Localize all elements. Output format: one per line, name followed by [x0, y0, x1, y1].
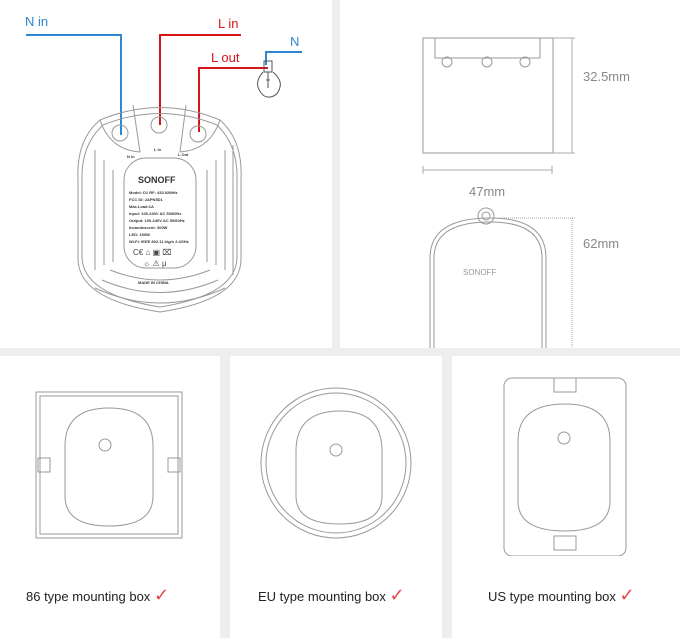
- terminal-label: N in: [127, 154, 135, 159]
- mounting-us-caption: US type mounting box ✓: [488, 585, 635, 606]
- mounting-86-caption: 86 type mounting box ✓: [26, 585, 169, 606]
- dimension-lines: [422, 37, 575, 348]
- checkmark-icon: ✓: [619, 585, 635, 605]
- certification-icons: C€ ⌂ ▣ ⌧: [133, 248, 172, 257]
- l-out-label: L out: [211, 50, 240, 65]
- l-in-label: L in: [218, 16, 238, 31]
- checkmark-icon: ✓: [153, 585, 170, 605]
- made-in-label: MADE IN CHINA: [138, 280, 169, 285]
- device-side-view: [422, 37, 554, 154]
- wiring-panel: N in L in L out N N in L in L Out SONOFF…: [0, 0, 332, 348]
- spec-line: Model: D1 RF: 433.92MHz: [129, 190, 177, 195]
- mounting-us-panel: US type mounting box ✓: [452, 356, 680, 638]
- width-dimension: 47mm: [469, 184, 505, 199]
- spec-line: Output: 100-240V AC 50/60Hz: [129, 218, 185, 223]
- brand-logo: SONOFF: [463, 268, 496, 277]
- spec-line: Input: 100-240V AC 50/60Hz: [129, 211, 181, 216]
- live-wires: [159, 34, 268, 132]
- device-top-view: [429, 207, 547, 348]
- spec-list: Model: D1 RF: 433.92MHz FCC ID: 2APN5D1 …: [129, 190, 189, 244]
- height-dimension: 32.5mm: [583, 69, 630, 84]
- warning-icons: ☼ ⚠ μ: [143, 259, 167, 268]
- mounting-eu-drawing: [260, 387, 412, 539]
- mounting-eu-label: EU type mounting box: [258, 589, 386, 604]
- mounting-us-drawing: [503, 377, 627, 556]
- dimensions-panel: 32.5mm 47mm 62mm SONOFF: [340, 0, 680, 348]
- terminal-label: L Out: [178, 152, 189, 157]
- n-label: N: [290, 34, 299, 49]
- mounting-us-label: US type mounting box: [488, 589, 616, 604]
- mounting-eu-caption: EU type mounting box ✓: [258, 585, 405, 606]
- spec-line: Max.Load:1A: [129, 204, 154, 209]
- mounting-eu-panel: EU type mounting box ✓: [230, 356, 442, 638]
- dimension-drawing: 32.5mm 47mm 62mm SONOFF: [422, 37, 630, 348]
- checkmark-icon: ✓: [389, 585, 405, 605]
- mounting-86-panel: 86 type mounting box ✓: [0, 356, 220, 638]
- mounting-86-label: 86 type mounting box: [26, 589, 151, 604]
- spec-line: FCC ID: 2APN5D1: [129, 197, 164, 202]
- brand-logo: SONOFF: [138, 175, 176, 185]
- bulb-icon: [257, 60, 281, 98]
- terminal-label: L in: [154, 147, 162, 152]
- spec-line: Incandescent: 300W: [129, 225, 168, 230]
- n-in-label: N in: [25, 14, 48, 29]
- neutral-wire: [26, 34, 302, 135]
- wiring-diagram: N in L in L out N N in L in L Out SONOFF…: [25, 14, 302, 313]
- spec-line: LED: 150W: [129, 232, 150, 237]
- length-dimension: 62mm: [583, 236, 619, 251]
- device-back-drawing: [77, 104, 242, 313]
- spec-line: Wi-Fi: IEEE 802.11 b/g/n 2.4GHz: [129, 239, 189, 244]
- mounting-86-drawing: [35, 391, 183, 539]
